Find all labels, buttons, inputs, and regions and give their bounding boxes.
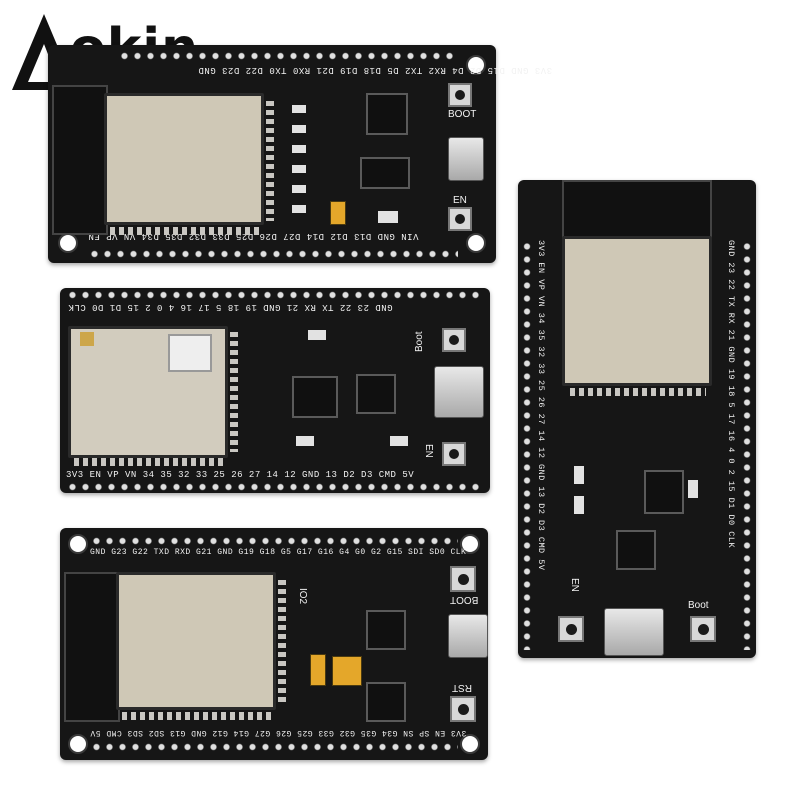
smd-component — [292, 205, 306, 213]
esp32-wroom-module — [104, 93, 264, 225]
module-pads — [74, 458, 224, 466]
boot-label: Boot — [414, 331, 425, 352]
micro-usb-port — [448, 614, 488, 658]
esp32-wroom-module — [116, 572, 276, 710]
mount-hole — [58, 233, 78, 253]
header-pins-top — [66, 290, 482, 300]
mount-hole — [466, 55, 486, 75]
voltage-regulator — [366, 682, 406, 722]
pin-labels-left: 3V3 EN VP VN 34 35 32 33 25 26 27 14 12 … — [536, 240, 546, 571]
header-pins-bottom — [90, 742, 458, 752]
boot-label: BOOT — [448, 109, 477, 120]
boot-button[interactable] — [442, 328, 466, 352]
smd-component — [296, 436, 314, 446]
boot-label: BOOT — [450, 594, 479, 605]
micro-usb-port — [434, 366, 484, 418]
voltage-regulator — [644, 470, 684, 514]
boot-label: Boot — [688, 600, 709, 611]
smd-component — [292, 105, 306, 113]
qr-code-label — [168, 334, 212, 372]
rst-button[interactable] — [450, 696, 476, 722]
antenna-area — [52, 85, 108, 235]
esp32-board-1: 3V3 GND D15 D2 D4 RX2 TX2 D5 D18 D19 D21… — [48, 45, 552, 263]
en-button[interactable] — [558, 616, 584, 642]
en-label: EN — [453, 195, 467, 206]
boot-button[interactable] — [448, 83, 472, 107]
rst-label: RST — [452, 682, 472, 693]
smd-component — [574, 496, 584, 514]
antenna-area — [64, 572, 120, 722]
module-pads — [230, 332, 238, 452]
mount-hole — [460, 734, 480, 754]
ufl-antenna-connector — [80, 332, 94, 346]
header-pins-right — [742, 240, 752, 650]
smd-component — [688, 480, 698, 498]
header-pins-left — [522, 240, 532, 650]
smd-component — [378, 211, 398, 223]
pin-labels-top: GND 23 22 TX RX 21 GND 19 18 5 17 16 4 0… — [68, 302, 393, 312]
smd-component — [574, 466, 584, 484]
smd-component — [292, 145, 306, 153]
usb-uart-chip — [616, 530, 656, 570]
micro-usb-port — [604, 608, 664, 656]
module-pads — [122, 712, 272, 720]
micro-usb-port — [448, 137, 484, 181]
boot-button[interactable] — [690, 616, 716, 642]
tantalum-capacitor — [310, 654, 326, 686]
en-label: EN — [423, 444, 434, 458]
module-io-label: IO2 — [297, 588, 308, 605]
module-pads — [110, 227, 260, 235]
module-pads — [266, 101, 274, 221]
pin-labels-top: 3V3 GND D15 D2 D4 RX2 TX2 D5 D18 D19 D21… — [198, 65, 553, 75]
smd-component — [390, 436, 408, 446]
usb-uart-chip — [356, 374, 396, 414]
esp32-board-4: 3V3 EN VP VN 34 35 32 33 25 26 27 14 12 … — [518, 180, 756, 658]
pin-labels-bottom: 3V3 EN VP VN 34 35 32 33 25 26 27 14 12 … — [66, 470, 415, 480]
en-label: EN — [569, 578, 580, 592]
mount-hole — [460, 534, 480, 554]
voltage-regulator — [292, 376, 338, 418]
mount-hole — [68, 534, 88, 554]
esp32-wroom-module — [562, 236, 712, 386]
usb-uart-chip — [366, 610, 406, 650]
module-pads — [278, 580, 286, 706]
en-button[interactable] — [448, 207, 472, 231]
pin-labels-right: GND 23 22 TX RX 21 GND 19 18 5 17 16 4 0… — [726, 240, 736, 549]
voltage-regulator — [360, 157, 410, 189]
esp32-board-2: GND 23 22 TX RX 21 GND 19 18 5 17 16 4 0… — [60, 288, 490, 493]
header-pins-top — [118, 51, 458, 61]
smd-component — [308, 330, 326, 340]
tantalum-capacitor — [332, 656, 362, 686]
smd-component — [292, 125, 306, 133]
mount-hole — [466, 233, 486, 253]
header-pins-bottom — [66, 482, 482, 492]
usb-uart-chip — [366, 93, 408, 135]
en-button[interactable] — [442, 442, 466, 466]
pin-labels-bottom: 3V3 EN SP SN G34 G35 G32 G33 G25 G26 G27… — [90, 728, 467, 737]
pin-labels-top: GND G23 G22 TXD RXD G21 GND G19 G18 G5 G… — [90, 548, 467, 557]
header-pins-top — [90, 536, 458, 546]
mount-hole — [68, 734, 88, 754]
antenna-area — [562, 180, 712, 240]
smd-component — [292, 165, 306, 173]
smd-component — [292, 185, 306, 193]
tantalum-capacitor — [330, 201, 346, 225]
esp32-board-3: GND G23 G22 TXD RXD G21 GND G19 G18 G5 G… — [60, 528, 488, 760]
module-pads — [570, 388, 706, 396]
boot-button[interactable] — [450, 566, 476, 592]
header-pins-bottom — [88, 249, 458, 259]
